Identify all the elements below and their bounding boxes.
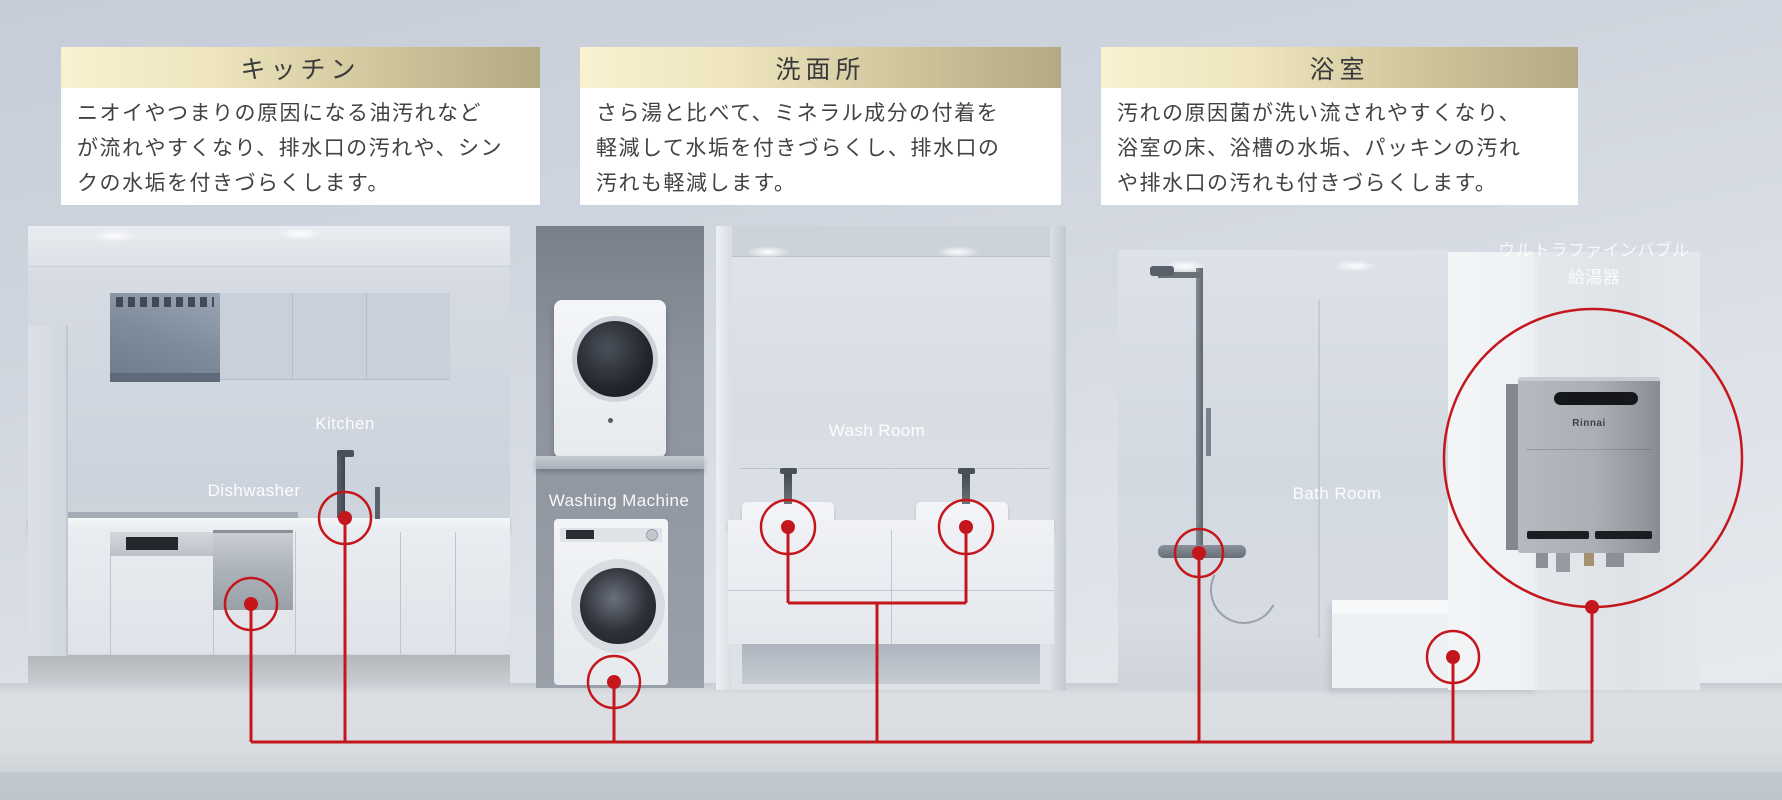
heater-pipe-brass <box>1584 552 1594 566</box>
shower-head <box>1150 266 1174 276</box>
oven-display <box>126 537 178 550</box>
washer-control-panel <box>560 528 662 542</box>
vanity-counter <box>728 520 1054 530</box>
washroom-right-wall <box>1050 226 1066 690</box>
upper-cabinets <box>220 293 450 380</box>
card-bathroom-title: 浴室 <box>1101 47 1578 88</box>
kitchen-faucet-spout <box>337 450 354 457</box>
kitchen-room <box>28 226 510 684</box>
ceiling-light <box>746 246 790 258</box>
label-dishwasher: Dishwasher <box>207 481 301 500</box>
ceiling-light <box>278 228 322 240</box>
sink-basin-right <box>916 502 1008 522</box>
card-kitchen-line: が流れやすくなり、排水口の汚れや、シン <box>77 136 504 160</box>
sink-faucet-left-spout <box>780 468 797 474</box>
oven-control-panel <box>110 532 213 556</box>
hand-shower <box>1206 408 1211 456</box>
card-kitchen-title: キッチン <box>61 47 540 88</box>
dishwasher-unit <box>213 530 293 610</box>
card-washroom-line: さら湯と比べて、ミネラル成分の付着を <box>596 101 1000 125</box>
washing-machine-unit <box>554 519 668 685</box>
card-bathroom: 浴室 汚れの原因菌が洗い流されやすくなり、 浴室の床、浴槽の水垢、パッキンの汚れ… <box>1101 47 1578 205</box>
heater-bottom-slot-left <box>1527 531 1589 539</box>
card-kitchen: キッチン ニオイやつまりの原因になる油汚れなど が流れやすくなり、排水口の汚れや… <box>61 47 540 205</box>
card-kitchen-line: ニオイやつまりの原因になる油汚れなど <box>77 101 482 125</box>
card-bathroom-line: 浴室の床、浴槽の水垢、パッキンの汚れ <box>1117 136 1522 160</box>
hood-grille <box>116 297 214 307</box>
laundry-alcove <box>536 226 704 688</box>
label-kitchen: Kitchen <box>315 414 375 433</box>
backsplash-ledge <box>740 468 1050 469</box>
sink-faucet-left <box>784 468 792 504</box>
wash-room <box>716 226 1066 690</box>
card-bathroom-body: 汚れの原因菌が洗い流されやすくなり、 浴室の床、浴槽の水垢、パッキンの汚れ や排… <box>1101 88 1578 201</box>
sink-faucet-right-spout <box>958 468 975 474</box>
label-heater-line2: 給湯器 <box>1567 268 1621 287</box>
vanity-cabinet <box>728 530 1054 644</box>
shower-column <box>1196 268 1203 560</box>
ceiling-light <box>93 230 137 242</box>
sink-faucet-right <box>962 468 970 504</box>
card-washroom: 洗面所 さら湯と比べて、ミネラル成分の付着を 軽減して水垢を付きづらくし、排水口… <box>580 47 1061 205</box>
kitchen-faucet <box>337 452 345 518</box>
label-wash-room: Wash Room <box>828 421 926 440</box>
heater-bottom-slot-right <box>1595 531 1652 539</box>
laundry-shelf <box>536 456 704 469</box>
label-washing-machine: Washing Machine <box>548 491 690 510</box>
heater-pipe <box>1606 552 1624 567</box>
bath-floor <box>1118 620 1334 690</box>
sink-basin-left <box>742 502 834 522</box>
kitchen-side-tap <box>375 487 380 519</box>
shower-valve <box>1158 545 1246 558</box>
dryer-door <box>572 316 658 402</box>
washer-door <box>571 559 665 653</box>
card-washroom-line: 軽減して水垢を付きづらくし、排水口の <box>596 136 1001 160</box>
vanity-underspace <box>742 644 1040 684</box>
card-kitchen-body: ニオイやつまりの原因になる油汚れなど が流れやすくなり、排水口の汚れや、シン ク… <box>61 88 540 201</box>
label-bath-room: Bath Room <box>1292 484 1382 503</box>
range-hood <box>110 293 220 382</box>
washer-display <box>566 530 594 539</box>
kitchen-floor <box>28 655 510 684</box>
cooktop <box>58 512 298 519</box>
hood-lip <box>110 373 220 382</box>
glass-panel-edge <box>1318 300 1320 638</box>
heater-vent-slot <box>1554 392 1638 405</box>
card-washroom-line: 汚れも軽減します。 <box>596 171 797 195</box>
dryer-button <box>608 418 613 423</box>
kitchen-left-wall <box>28 326 68 656</box>
countertop <box>28 518 510 532</box>
heater-pipe <box>1556 552 1570 572</box>
dryer <box>554 300 666 458</box>
water-heater <box>1518 377 1660 553</box>
heater-pipe <box>1536 552 1548 568</box>
floor-front-edge <box>0 772 1782 800</box>
shower-arm <box>1158 272 1200 278</box>
ceiling-light <box>1333 260 1377 272</box>
ceiling-light <box>936 246 980 258</box>
heater-brand-logo: Rinnai <box>1572 418 1606 429</box>
label-heater-line1: ウルトラファインバブル <box>1498 241 1690 260</box>
card-washroom-title: 洗面所 <box>580 47 1061 88</box>
card-bathroom-line: や排水口の汚れも付きづらくします。 <box>1117 171 1498 195</box>
washer-dial <box>646 529 658 541</box>
card-kitchen-line: クの水垢を付きづらくします。 <box>77 171 390 195</box>
card-washroom-body: さら湯と比べて、ミネラル成分の付着を 軽減して水垢を付きづらくし、排水口の 汚れ… <box>580 88 1061 201</box>
bath-room <box>1118 250 1537 690</box>
card-bathroom-line: 汚れの原因菌が洗い流されやすくなり、 <box>1117 101 1522 125</box>
